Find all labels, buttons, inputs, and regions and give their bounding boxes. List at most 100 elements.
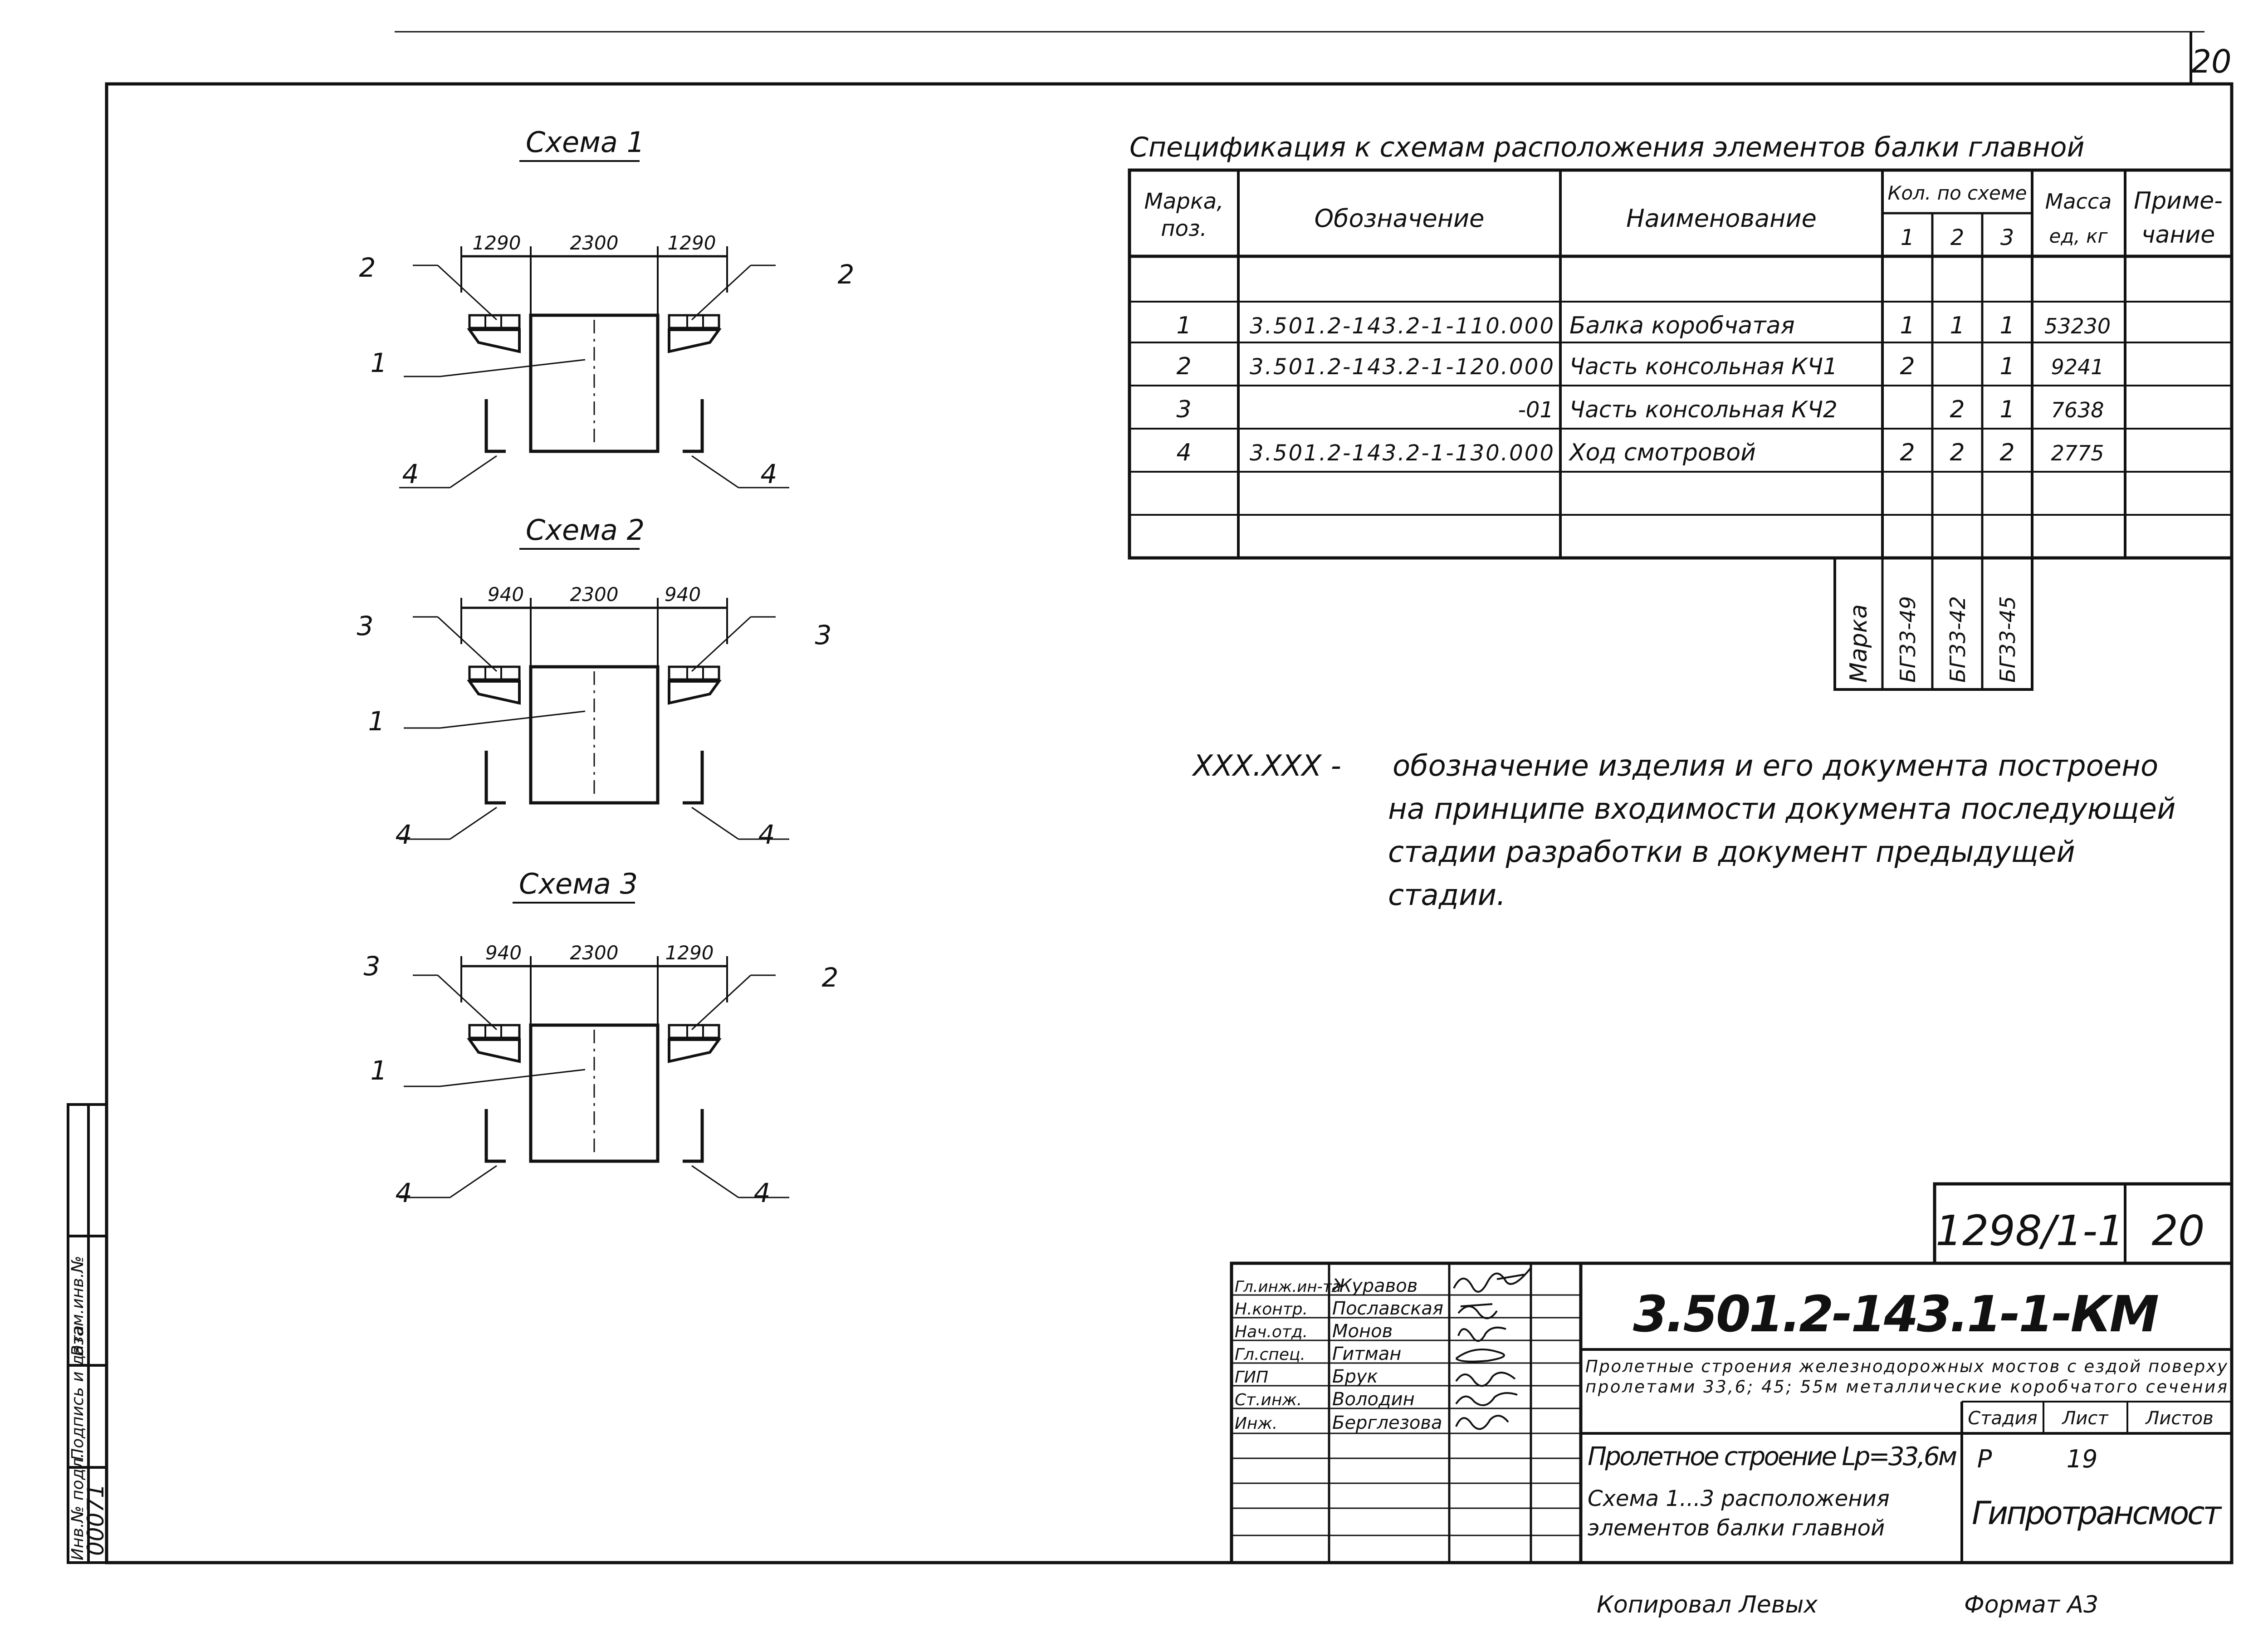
scheme-3-label-walk-right: 4 (754, 1178, 771, 1208)
side-inv-label: Инв.№ подл. (68, 1453, 87, 1560)
table-row: 1 3.501.2-143.2-1-110.000 Балка коробчат… (1176, 312, 2111, 339)
mark-scheme-3: БГ33-45 (1995, 596, 2020, 683)
scheme-3-title: Схема 3 (519, 867, 638, 900)
scheme-2-label-left: 3 (357, 611, 374, 641)
organization: Гипротрансмост (1972, 1495, 2222, 1532)
row-3-mark: 3 (1176, 396, 1191, 423)
scheme-2-label-walk-right: 4 (758, 819, 775, 850)
note-line-4: стадии. (1388, 879, 1505, 912)
row-1-designation: 3.501.2-143.2-1-110.000 (1250, 313, 1554, 339)
scheme-2-dim-left: 940 (488, 583, 524, 606)
drawing-title-1: Схема 1...3 расположения (1588, 1486, 1890, 1511)
footer-format: Формат А3 (1964, 1591, 2098, 1618)
hdr-note-2: чание (2141, 221, 2215, 249)
sheet-label: Лист (2061, 1408, 2109, 1429)
footer-copied: Копировал Левых (1597, 1591, 1818, 1618)
hdr-mark-2: поз. (1161, 216, 1207, 241)
stage-value: Р (1977, 1445, 1992, 1473)
project-line-2: пролетами 33,6; 45; 55м металлические ко… (1585, 1377, 2227, 1397)
sig-name-1: Журавов (1331, 1276, 1418, 1296)
document-code: 3.501.2-143.1-1-КМ (1633, 1285, 2159, 1343)
album-number: 1298/1-1 (1936, 1207, 2124, 1255)
sig-role-4: Гл.спец. (1235, 1345, 1305, 1364)
scheme-3-label-left: 3 (364, 951, 381, 982)
scheme-2-dim-right: 940 (665, 583, 701, 606)
row-4-name: Ход смотровой (1568, 439, 1756, 466)
scheme-1-dim-mid: 2300 (570, 232, 619, 254)
object-name: Пролетное строение Lp=33,6м (1588, 1442, 1957, 1471)
scheme-3-dim-left: 940 (485, 942, 522, 964)
row-3-mass: 7638 (2051, 398, 2104, 422)
hdr-mass-2: ед, кг (2049, 225, 2108, 247)
scheme-3-label-beam: 1 (371, 1055, 387, 1086)
row-4-designation: 3.501.2-143.2-1-130.000 (1250, 440, 1554, 466)
scheme-3-diagram (399, 956, 789, 1197)
row-2-q1: 2 (1900, 353, 1915, 380)
sig-name-3: Монов (1332, 1321, 1393, 1342)
spec-table-grid (1128, 168, 2234, 691)
scheme-2-title: Схема 2 (526, 513, 645, 547)
row-2-designation: 3.501.2-143.2-1-120.000 (1250, 354, 1554, 380)
row-4-mark: 4 (1176, 439, 1191, 466)
hdr-qty: Кол. по схеме (1888, 182, 2027, 204)
side-sign-label: Подпись и дата (68, 1325, 87, 1461)
row-3-q3: 1 (1999, 396, 2014, 423)
note-line-3: стадии разработки в документ предыдущей (1388, 836, 2075, 869)
scheme-1-title: Схема 1 (526, 126, 645, 159)
spec-title: Спецификация к схемам расположения элеме… (1129, 132, 2085, 163)
title-block-grid (1230, 1182, 2234, 1564)
scheme-2-label-right: 3 (815, 620, 832, 650)
sig-role-7: Инж. (1235, 1414, 1277, 1433)
scheme-2-diagram (399, 598, 789, 839)
sheet-frame (105, 82, 2234, 1564)
sheet-number-top: 20 (2151, 1207, 2204, 1255)
scheme-3-label-right: 2 (822, 962, 839, 993)
hdr-designation: Обозначение (1315, 204, 1485, 233)
drawing-title-2: элементов балки главной (1588, 1515, 1885, 1541)
sig-role-1: Гл.инж.ин-та (1235, 1278, 1341, 1296)
sheet-value: 19 (2067, 1445, 2098, 1473)
scheme-3-label-walk-left: 4 (396, 1178, 412, 1208)
sig-role-3: Нач.отд. (1235, 1323, 1308, 1341)
mark-scheme-2: БГ33-42 (1945, 596, 1970, 683)
hdr-note-1: Приме- (2134, 187, 2223, 215)
row-1-mark: 1 (1176, 312, 1191, 339)
table-row: 2 3.501.2-143.2-1-120.000 Часть консольн… (1176, 353, 2104, 380)
sig-name-2: Пославская (1332, 1298, 1443, 1319)
row-1-name: Балка коробчатая (1569, 312, 1795, 339)
row-1-mass: 53230 (2044, 314, 2111, 338)
note-line-1: обозначение изделия и его документа пост… (1393, 749, 2158, 783)
scheme-1-dim-left: 1290 (473, 232, 521, 254)
row-2-name: Часть консольная КЧ1 (1569, 353, 1838, 380)
page-number: 20 (2191, 43, 2231, 80)
sig-name-5: Брук (1332, 1366, 1378, 1387)
sig-name-4: Гитман (1332, 1344, 1401, 1364)
sig-name-6: Володин (1332, 1389, 1415, 1410)
marks-label: Марка (1845, 604, 1872, 683)
signature-list: Гл.инж.ин-та Журавов Н.контр. Пославская… (1235, 1276, 1443, 1433)
note-lead: XXX.XXX - (1192, 749, 1341, 783)
scheme-1-label-right: 2 (838, 259, 855, 290)
row-3-designation: -01 (1518, 397, 1554, 423)
row-4-q3: 2 (1999, 439, 2014, 466)
sheets-label: Листов (2145, 1408, 2213, 1429)
table-row: 3 -01 Часть консольная КЧ2 2 1 7638 (1176, 396, 2104, 423)
scheme-2-label-beam: 1 (368, 706, 385, 737)
row-1-q2: 1 (1950, 312, 1965, 339)
row-4-mass: 2775 (2051, 441, 2104, 465)
hdr-name: Наименование (1626, 204, 1817, 233)
scheme-2-dim-mid: 2300 (570, 583, 619, 606)
hdr-qty-3: 3 (2000, 225, 2014, 250)
sig-role-5: ГИП (1235, 1368, 1268, 1387)
scheme-1-label-left: 2 (359, 252, 376, 283)
scheme-2-label-walk-left: 4 (396, 819, 412, 850)
hdr-mark-1: Марка, (1144, 189, 1224, 214)
row-1-q1: 1 (1900, 312, 1915, 339)
hdr-qty-1: 1 (1901, 225, 1915, 250)
project-line-1: Пролетные строения железнодорожных мосто… (1585, 1357, 2228, 1376)
scheme-3-dim-right: 1290 (665, 942, 714, 964)
sig-role-6: Ст.инж. (1235, 1391, 1302, 1409)
side-stamp (67, 1103, 108, 1564)
stage-label: Стадия (1968, 1408, 2037, 1429)
